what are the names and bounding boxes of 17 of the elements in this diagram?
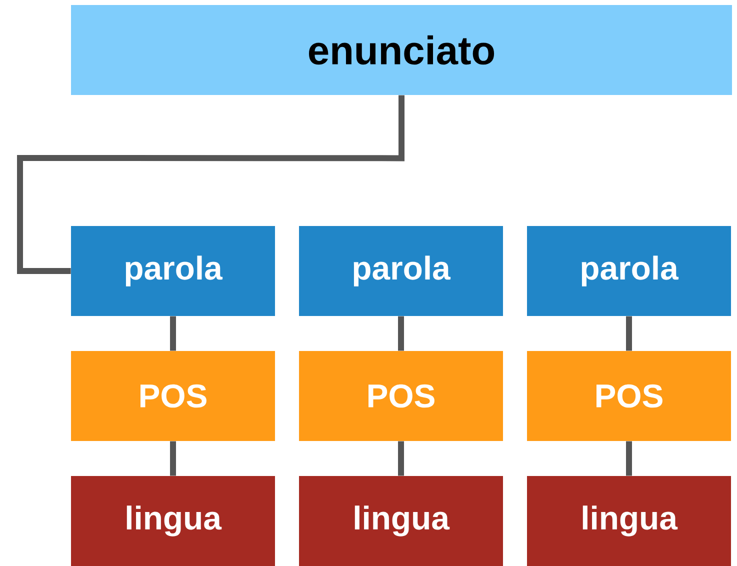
connector-line	[626, 441, 632, 476]
pos-box: POS	[527, 351, 731, 441]
pos-box: POS	[71, 351, 275, 441]
connector-line	[398, 441, 404, 476]
language-box: lingua	[527, 476, 731, 566]
title-box: enunciato	[71, 5, 732, 95]
connector-line	[17, 95, 404, 274]
connector-line	[170, 316, 176, 351]
connector-line	[398, 316, 404, 351]
word-box: parola	[299, 226, 503, 316]
pos-box: POS	[299, 351, 503, 441]
language-box: lingua	[299, 476, 503, 566]
word-box: parola	[527, 226, 731, 316]
word-box: parola	[71, 226, 275, 316]
connector-line	[170, 441, 176, 476]
connector-line	[626, 316, 632, 351]
language-box: lingua	[71, 476, 275, 566]
